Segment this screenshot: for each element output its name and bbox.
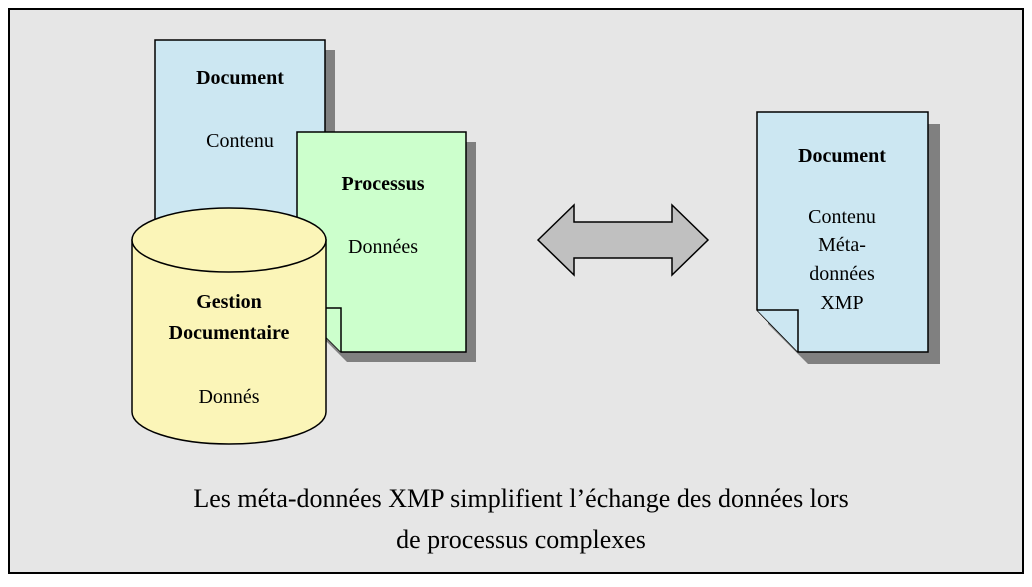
database-cylinder: Gestion Documentaire Donnés — [131, 207, 327, 445]
right-document-line-xmp: XMP — [820, 292, 863, 314]
database-content: Donnés — [198, 386, 259, 408]
right-document-line-meta: Méta- — [818, 234, 866, 256]
right-document-fold — [757, 309, 799, 352]
database-title-line2: Documentaire — [169, 322, 290, 344]
database-top — [131, 207, 327, 273]
process-document-content: Données — [348, 236, 418, 258]
process-document: Processus Données — [296, 131, 476, 362]
process-document-title: Processus — [342, 173, 425, 195]
right-document-page — [756, 111, 929, 353]
caption-line-1: Les méta-données XMP simplifient l’échan… — [193, 484, 848, 513]
right-document: Document Contenu Méta- données XMP — [756, 111, 940, 364]
double-arrow-icon — [536, 203, 710, 277]
database-body — [131, 239, 327, 445]
caption-line-2: de processus complexes — [396, 525, 646, 554]
left-document-title: Document — [196, 67, 284, 89]
right-document-title: Document — [798, 145, 886, 167]
right-document-line-donnees: données — [809, 263, 875, 285]
right-document-line-contenu: Contenu — [808, 206, 876, 228]
left-document-content: Contenu — [206, 130, 274, 152]
database-title-line1: Gestion — [196, 291, 262, 313]
